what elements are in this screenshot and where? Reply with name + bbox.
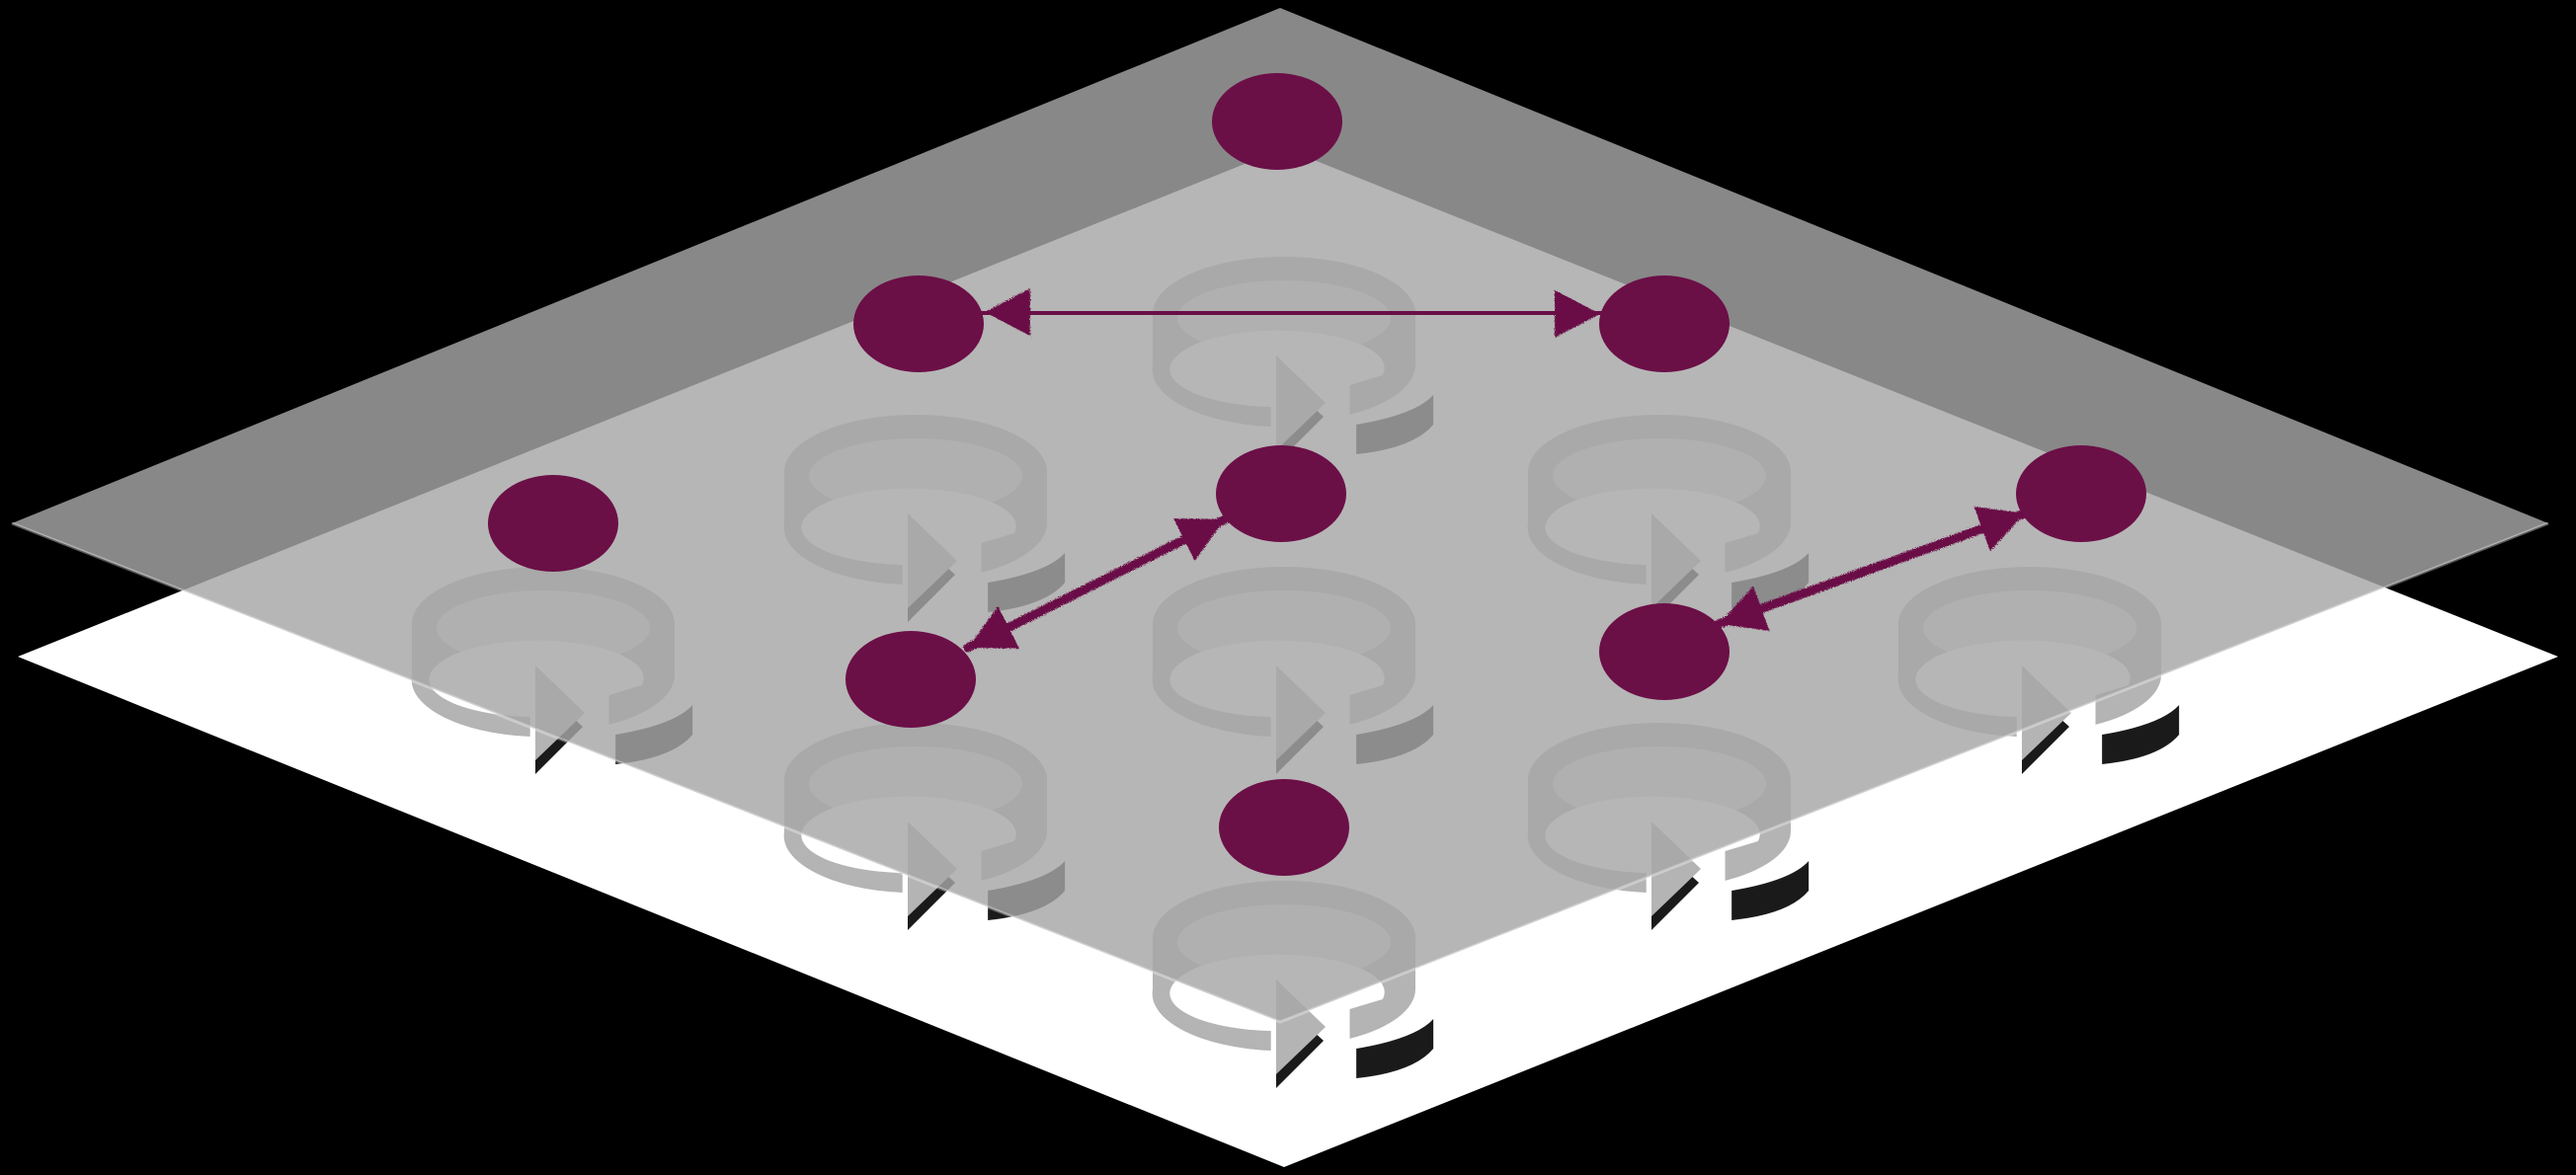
arrow-shaft <box>980 307 1605 319</box>
arrowhead <box>985 288 1031 337</box>
cycle-shadow <box>2102 705 2180 764</box>
arrowhead <box>968 605 1019 649</box>
double-headed-arrow <box>1714 507 2030 631</box>
network-node <box>1219 779 1349 876</box>
network-node <box>1599 603 1730 700</box>
arrow-shaft <box>963 514 1230 653</box>
arrow-shaft <box>1714 509 2030 629</box>
network-node <box>845 631 976 728</box>
nodes-layer <box>488 73 2146 876</box>
links-layer <box>963 288 2030 653</box>
network-node <box>1599 275 1730 372</box>
arrowhead <box>1554 289 1600 338</box>
network-node <box>488 475 618 572</box>
network-node <box>1216 445 1346 542</box>
network-node <box>2016 445 2146 542</box>
arrowhead <box>1173 518 1225 562</box>
arrowhead <box>1719 586 1770 631</box>
double-headed-arrow <box>963 514 1230 653</box>
network-node <box>1212 73 1342 170</box>
upper-plane-edge <box>11 521 2549 1024</box>
cycle-shadow <box>1356 1019 1434 1078</box>
double-headed-arrow <box>980 288 1605 338</box>
arrowhead <box>1973 507 2025 552</box>
network-node <box>853 275 984 372</box>
cycle-shadow <box>1731 861 1810 920</box>
